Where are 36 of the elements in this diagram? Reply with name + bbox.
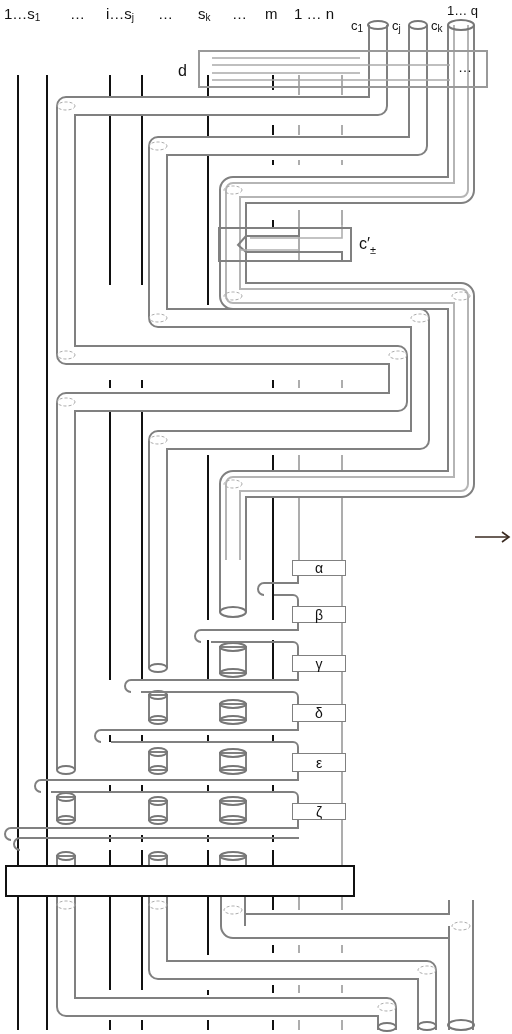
tangle-box (292, 655, 346, 672)
box-label: δ (315, 706, 323, 720)
tangle-box (292, 803, 346, 820)
tangle-box (292, 753, 346, 772)
tangle-box (292, 704, 346, 722)
strand-line (341, 671, 343, 705)
strand-label: s$_{k}$ (198, 6, 211, 23)
strand-line (341, 721, 343, 754)
strand-label: 1…s$_{1}$ (4, 6, 41, 23)
box-label: … (458, 60, 472, 74)
strand-line (341, 575, 343, 607)
coupon-bar (5, 865, 355, 897)
strand-label: 1 … n (294, 6, 335, 21)
strand-line (341, 622, 343, 656)
strand-label: c$_{k}$ (431, 19, 443, 34)
strand-label: … (158, 6, 173, 21)
strand-label: c$_{1}$ (351, 19, 364, 34)
strand-label: i…s$_{j}$ (106, 6, 135, 23)
box-label: ε (315, 755, 323, 770)
tangle-box (198, 50, 488, 88)
strand-label: m (265, 6, 278, 21)
strand-label: c$_{j}$ (392, 19, 401, 34)
strand-label: … (70, 6, 85, 21)
tangle-box (292, 606, 346, 623)
box-name: c′$_{±}$ (359, 236, 377, 256)
box-label: ζ (315, 804, 323, 819)
strand-line (341, 771, 343, 804)
strand-label: 1… q (447, 4, 479, 17)
tangle-box (292, 560, 346, 576)
strand-label: … (232, 6, 247, 21)
strand-line (341, 819, 343, 866)
box-label: α (314, 561, 324, 575)
box-name: d (178, 63, 187, 79)
tangle-box (218, 227, 352, 262)
box-label: β (314, 607, 324, 622)
box-label: γ (315, 656, 323, 671)
